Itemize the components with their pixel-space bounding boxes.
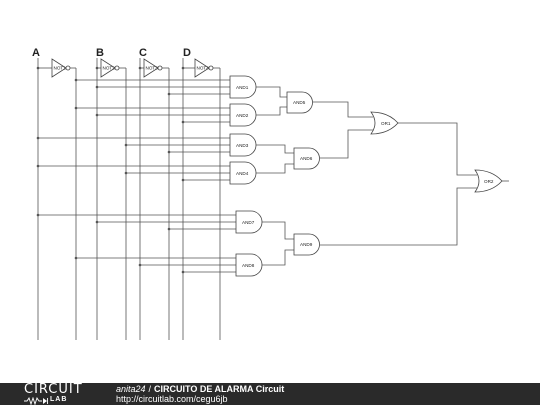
not-gate-body bbox=[100, 58, 116, 78]
and-gate-7[interactable]: AND7 bbox=[235, 210, 263, 234]
and-gate-2[interactable]: AND2 bbox=[229, 103, 257, 127]
junction-dot bbox=[181, 120, 185, 124]
and-gate-label-5: AND5 bbox=[293, 100, 306, 105]
junction-dot bbox=[95, 85, 99, 89]
or-gate-label-2: OR2 bbox=[484, 179, 494, 184]
and-gate-8[interactable]: AND8 bbox=[235, 253, 263, 277]
junction-dot bbox=[181, 270, 185, 274]
author-name[interactable]: anita24 bbox=[116, 384, 146, 394]
and-gate-body bbox=[229, 161, 257, 185]
junction-dot bbox=[74, 78, 78, 82]
logo-waveform-icon bbox=[24, 397, 48, 405]
and-gate-label-2: AND2 bbox=[236, 113, 249, 118]
not-gate-body bbox=[51, 58, 67, 78]
wire-and6-to-or1 bbox=[320, 129, 373, 159]
junction-dot bbox=[181, 178, 185, 182]
not-gate-label-2: NOT2 bbox=[103, 66, 116, 71]
wire-and5-to-or1 bbox=[313, 101, 373, 118]
junction-dots bbox=[36, 66, 185, 274]
junction-dot bbox=[124, 143, 128, 147]
junction-dot bbox=[124, 171, 128, 175]
and-gate-body bbox=[286, 91, 313, 114]
input-label-b: B bbox=[96, 47, 104, 59]
input-label-c: C bbox=[139, 47, 147, 59]
not-gate-body bbox=[143, 58, 159, 78]
junction-dot bbox=[138, 66, 142, 70]
circuitlab-logo[interactable]: CIRCUIT LAB bbox=[24, 382, 94, 405]
wire-or1-to-or2 bbox=[398, 122, 477, 176]
and-gate-4[interactable]: AND4 bbox=[229, 161, 257, 185]
footer-bar: CIRCUIT LAB anita24/CIRCUITO DE ALARMA C… bbox=[0, 383, 540, 405]
not-gate-label-3: NOT3 bbox=[146, 66, 159, 71]
and-gate-label-7: AND7 bbox=[242, 220, 255, 225]
and-gate-label-8: AND8 bbox=[242, 263, 255, 268]
junction-dot bbox=[95, 113, 99, 117]
wire-and3-to-and6 bbox=[256, 144, 294, 154]
not-gate-label-4: NOT4 bbox=[197, 66, 210, 71]
junction-dot bbox=[36, 66, 40, 70]
and-gate-label-3: AND3 bbox=[236, 143, 249, 148]
and-gate-label-4: AND4 bbox=[236, 171, 249, 176]
and-gate-body bbox=[229, 133, 257, 157]
not-gate-1[interactable]: NOT1 bbox=[51, 58, 71, 78]
input-label-a: A bbox=[32, 47, 40, 59]
logo-text-lab: LAB bbox=[50, 396, 68, 403]
not-gate-2[interactable]: NOT2 bbox=[100, 58, 120, 78]
junction-dot bbox=[95, 66, 99, 70]
or-gate-label-1: OR1 bbox=[381, 121, 391, 126]
logo-text-circuit: CIRCUIT bbox=[24, 382, 83, 397]
and-gate-5[interactable]: AND5 bbox=[286, 91, 313, 114]
and-gate-label-6: AND6 bbox=[300, 156, 313, 161]
or-gate-body bbox=[370, 111, 399, 135]
wires bbox=[37, 58, 509, 340]
junction-dot bbox=[36, 136, 40, 140]
junction-dot bbox=[167, 92, 171, 96]
not-gate-bubble bbox=[208, 65, 214, 71]
junction-dot bbox=[138, 263, 142, 267]
wire-and9-to-or2 bbox=[320, 187, 477, 246]
not-gate-body bbox=[194, 58, 210, 78]
not-gate-bubble bbox=[65, 65, 71, 71]
not-gate-bubble bbox=[114, 65, 120, 71]
not-gate-bubble bbox=[157, 65, 163, 71]
and-gate-3[interactable]: AND3 bbox=[229, 133, 257, 157]
junction-dot bbox=[167, 150, 171, 154]
and-gate-body bbox=[229, 103, 257, 127]
wire-and4-to-and6 bbox=[256, 163, 294, 174]
junction-dot bbox=[74, 106, 78, 110]
junction-dot bbox=[36, 213, 40, 217]
junction-dot bbox=[36, 164, 40, 168]
and-gate-1[interactable]: AND1 bbox=[229, 75, 257, 99]
or-gate-body bbox=[474, 169, 503, 193]
title-separator: / bbox=[148, 384, 152, 394]
and-gate-body bbox=[235, 210, 263, 234]
wire-and2-to-and5 bbox=[256, 106, 287, 116]
junction-dot bbox=[167, 227, 171, 231]
junction-dot bbox=[95, 220, 99, 224]
junction-dot bbox=[181, 66, 185, 70]
wire-and8-to-and9 bbox=[262, 249, 294, 266]
wire-and7-to-and9 bbox=[262, 221, 294, 240]
junction-dot bbox=[74, 256, 78, 260]
and-gate-9[interactable]: AND9 bbox=[293, 233, 320, 256]
not-gate-label-1: NOT1 bbox=[54, 66, 67, 71]
input-label-d: D bbox=[183, 47, 191, 59]
and-gate-6[interactable]: AND6 bbox=[293, 147, 320, 170]
not-gate-4[interactable]: NOT4 bbox=[194, 58, 214, 78]
or-gate-1[interactable]: OR1 bbox=[370, 111, 399, 135]
and-gate-body bbox=[235, 253, 263, 277]
circuit-url[interactable]: http://circuitlab.com/cegu6jb bbox=[116, 394, 228, 404]
wire-and1-to-and5 bbox=[256, 86, 287, 98]
circuit-name[interactable]: CIRCUITO DE ALARMA Circuit bbox=[154, 384, 285, 394]
or-gate-2[interactable]: OR2 bbox=[474, 169, 503, 193]
circuit-title-line: anita24/CIRCUITO DE ALARMA Circuit bbox=[116, 384, 284, 395]
schematic-drawing: A B C D bbox=[32, 47, 509, 340]
and-gate-body bbox=[293, 233, 320, 256]
and-gate-body bbox=[293, 147, 320, 170]
and-gate-label-1: AND1 bbox=[236, 85, 249, 90]
not-gate-3[interactable]: NOT3 bbox=[143, 58, 163, 78]
and-gate-body bbox=[229, 75, 257, 99]
and-gate-label-9: AND9 bbox=[300, 242, 313, 247]
